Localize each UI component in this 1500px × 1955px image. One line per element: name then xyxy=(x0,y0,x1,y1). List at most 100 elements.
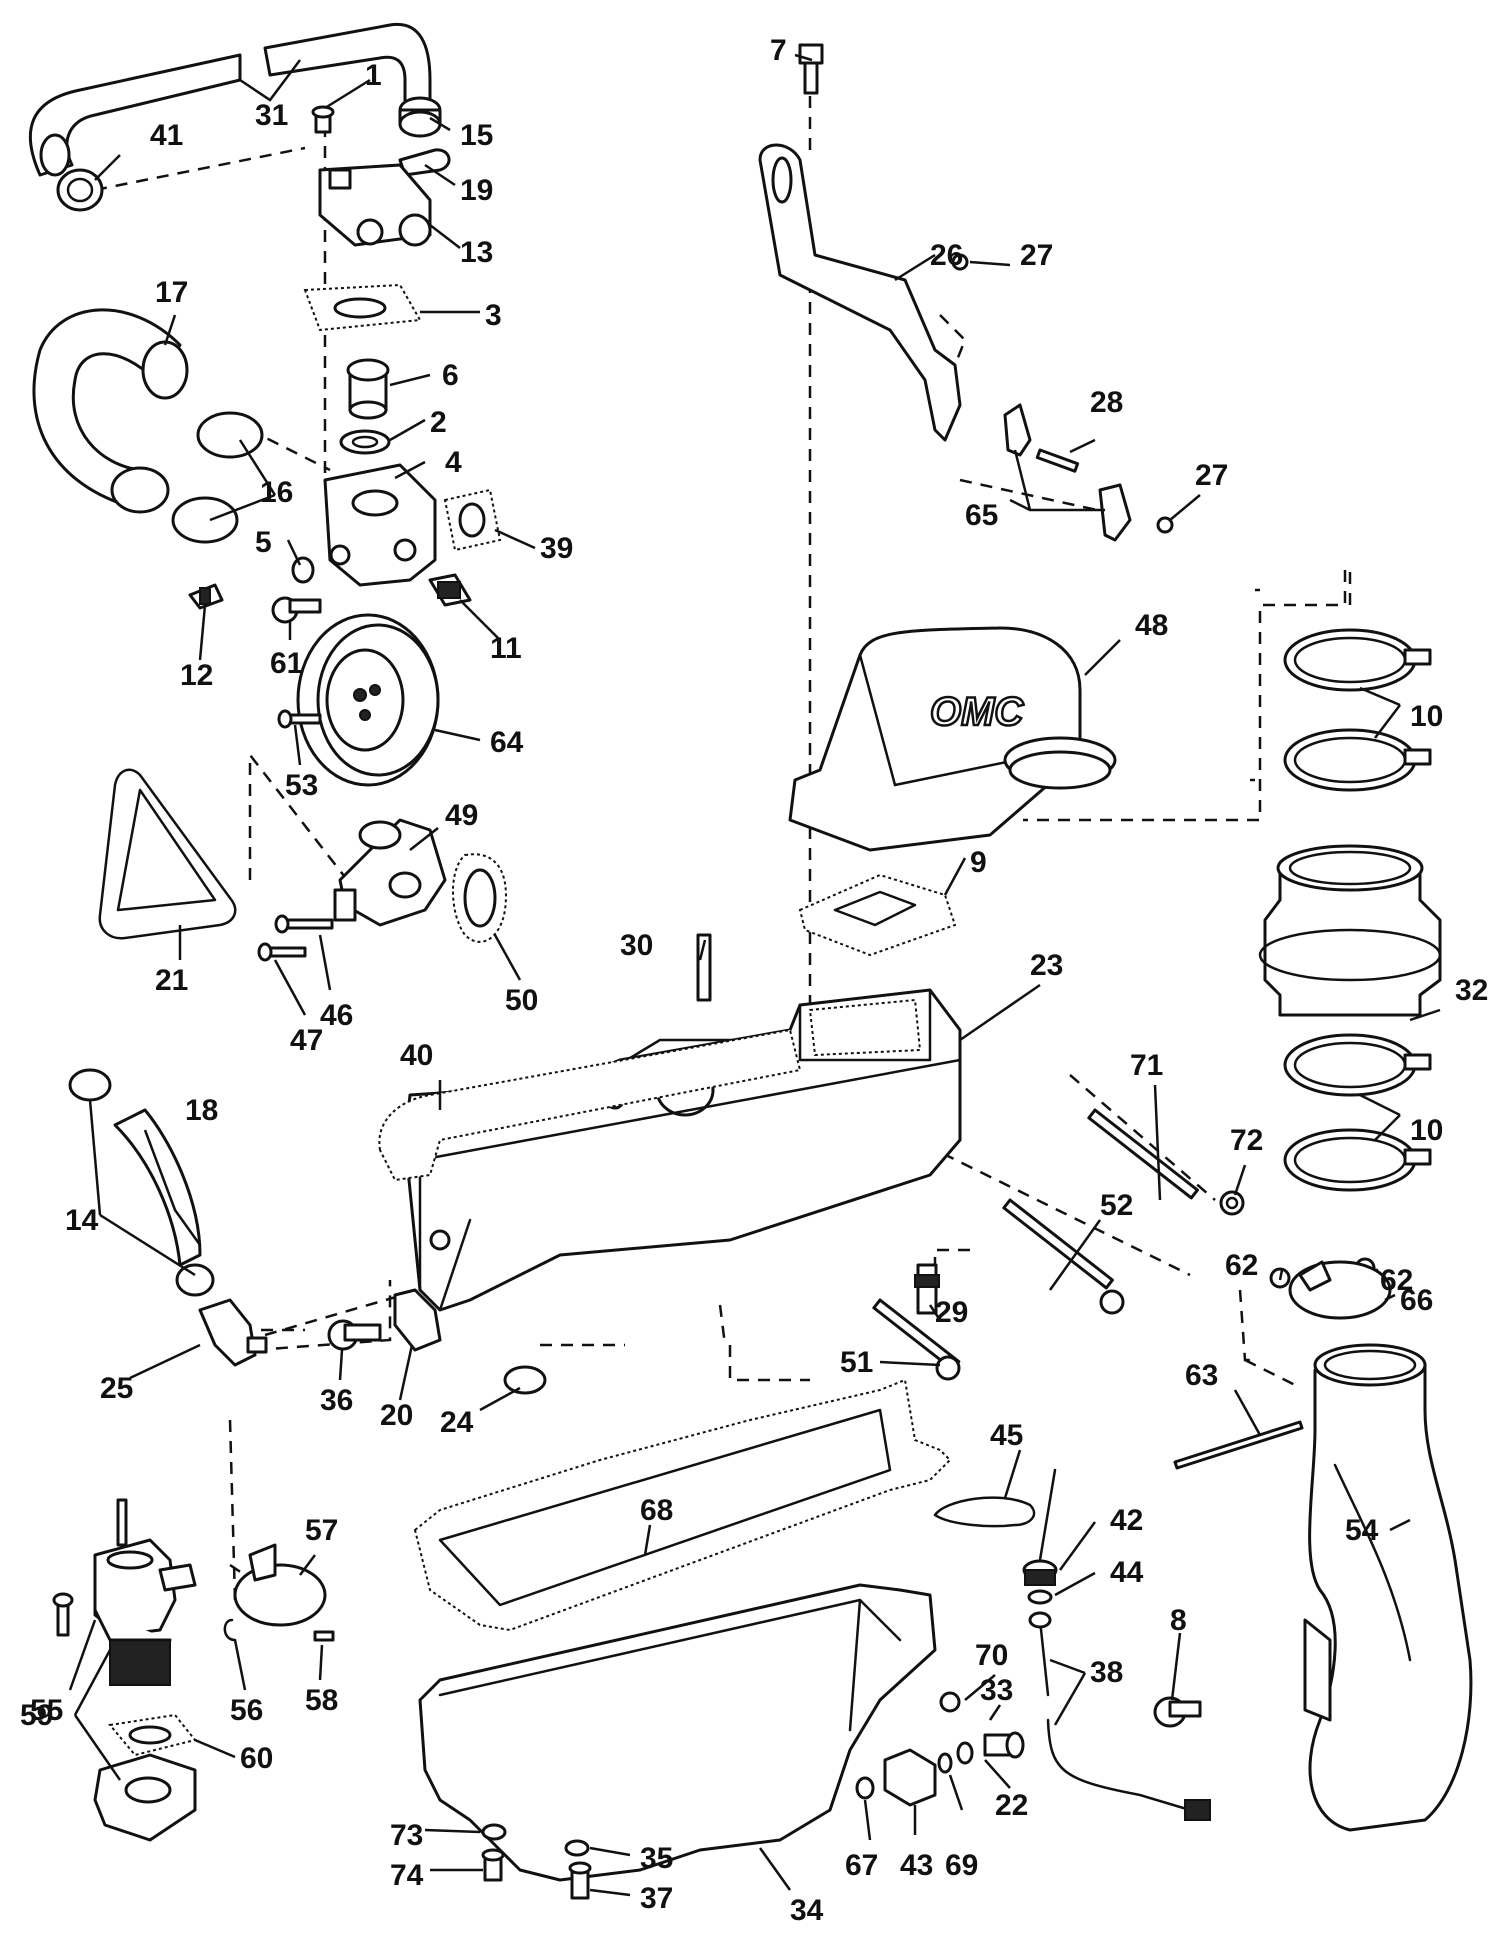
callout-70: 70 xyxy=(975,1639,1008,1672)
plate-66 xyxy=(1288,1260,1392,1320)
cap-42 xyxy=(1022,1468,1058,1586)
callout-72: 72 xyxy=(1230,1124,1263,1157)
callout-5: 5 xyxy=(255,526,272,559)
washer-69 xyxy=(937,1752,953,1774)
callout-56: 56 xyxy=(230,1694,263,1727)
thermostat-housing-4 xyxy=(323,463,437,587)
belt-21 xyxy=(98,768,237,940)
bolt-51 xyxy=(872,1298,961,1381)
exhaust-elbow-48: OMC xyxy=(788,626,1117,852)
nut-70 xyxy=(939,1691,961,1713)
callout-31: 31 xyxy=(255,99,288,132)
callout-41: 41 xyxy=(150,119,183,152)
washer-22 xyxy=(956,1741,974,1765)
callout-18: 18 xyxy=(185,1094,218,1127)
washer-67 xyxy=(855,1776,875,1800)
callout-67: 67 xyxy=(845,1849,878,1882)
fitting-29 xyxy=(914,1263,940,1315)
callout-34: 34 xyxy=(790,1894,824,1927)
callout-57: 57 xyxy=(305,1514,338,1547)
callout-7: 7 xyxy=(770,34,787,67)
screws-46-47 xyxy=(257,914,334,962)
callout-15: 15 xyxy=(460,119,493,152)
clip-56 xyxy=(223,1618,237,1642)
callout-1: 1 xyxy=(365,59,382,92)
water-pump-49 xyxy=(333,818,447,927)
washer-73 xyxy=(481,1823,507,1841)
callout-64: 64 xyxy=(490,726,524,759)
stud-71 xyxy=(1087,1108,1199,1200)
clip-19 xyxy=(398,148,451,177)
elbow-fitting-25 xyxy=(198,1298,268,1367)
callout-46: 46 xyxy=(320,999,353,1032)
callout-52: 52 xyxy=(1100,1189,1133,1222)
callout-27b: 27 xyxy=(1195,459,1228,492)
clamps-10-lower xyxy=(1283,1033,1432,1192)
nut-27a xyxy=(951,253,969,271)
pin-63 xyxy=(1173,1420,1304,1470)
callout-36: 36 xyxy=(320,1384,353,1417)
oil-pan-34 xyxy=(418,1583,937,1882)
exhaust-pipe-54 xyxy=(1303,1343,1473,1832)
ring-45 xyxy=(933,1496,1036,1528)
callout-38: 38 xyxy=(1090,1656,1123,1689)
callout-22: 22 xyxy=(995,1789,1028,1822)
screw-37 xyxy=(568,1861,592,1900)
plug-5 xyxy=(291,556,315,584)
callout-30: 30 xyxy=(620,929,653,962)
oil-pump-cover-59 xyxy=(93,1753,197,1842)
gasket-9 xyxy=(798,873,957,957)
callout-4: 4 xyxy=(445,446,462,479)
callout-29: 29 xyxy=(935,1296,968,1329)
callout-10a: 10 xyxy=(1410,700,1443,733)
screw-74 xyxy=(481,1848,505,1882)
callout-13: 13 xyxy=(460,236,493,269)
callout-71: 71 xyxy=(1130,1049,1163,1082)
callout-74: 74 xyxy=(390,1859,424,1892)
clamps-14 xyxy=(68,1068,215,1297)
callout-59: 59 xyxy=(20,1699,53,1732)
callout-43: 43 xyxy=(900,1849,933,1882)
clamps-16 xyxy=(171,411,264,544)
callout-40: 40 xyxy=(400,1039,433,1072)
exhaust-manifold-23 xyxy=(403,988,962,1312)
callout-24: 24 xyxy=(440,1406,474,1439)
callout-51: 51 xyxy=(840,1346,873,1379)
callout-23: 23 xyxy=(1030,949,1063,982)
gasket-3 xyxy=(303,283,422,332)
screw-53 xyxy=(277,709,322,729)
callout-8: 8 xyxy=(1170,1604,1187,1637)
fitting-11 xyxy=(428,573,472,607)
nut-72 xyxy=(1219,1190,1245,1216)
callout-19: 19 xyxy=(460,174,493,207)
hose-18 xyxy=(113,1108,202,1267)
callout-3: 3 xyxy=(485,299,502,332)
callout-35: 35 xyxy=(640,1842,673,1875)
callout-9: 9 xyxy=(970,846,987,879)
bellows-32 xyxy=(1258,844,1442,1017)
callout-68: 68 xyxy=(640,1494,673,1527)
clamp-41 xyxy=(56,168,104,212)
housing-13 xyxy=(318,163,432,247)
callout-6: 6 xyxy=(442,359,459,392)
gasket-60 xyxy=(108,1713,197,1757)
bracket-26 xyxy=(758,143,962,442)
washer-35 xyxy=(564,1839,590,1857)
callout-62a: 62 xyxy=(1225,1249,1258,1282)
callout-50: 50 xyxy=(505,984,538,1017)
callout-42: 42 xyxy=(1110,1504,1143,1537)
callout-21: 21 xyxy=(155,964,188,997)
callout-58: 58 xyxy=(305,1684,338,1717)
hose-31 xyxy=(28,22,432,177)
callout-65: 65 xyxy=(965,499,998,532)
callout-63: 63 xyxy=(1185,1359,1218,1392)
nut-15 xyxy=(398,96,442,138)
plug-33 xyxy=(983,1731,1025,1759)
bracket-20 xyxy=(393,1288,442,1352)
screw-28 xyxy=(1035,448,1080,473)
brackets-65 xyxy=(1003,403,1132,542)
oil-pump-59 xyxy=(93,1498,197,1686)
callout-44: 44 xyxy=(1110,1556,1144,1589)
screw-55 xyxy=(52,1592,74,1637)
